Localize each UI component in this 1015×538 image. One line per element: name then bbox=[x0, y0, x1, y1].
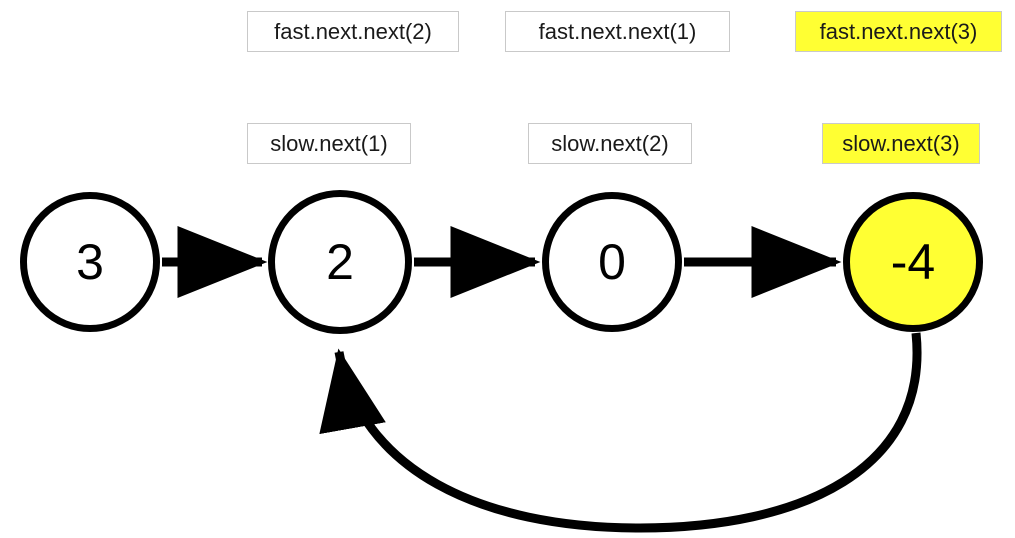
node-value: 3 bbox=[76, 234, 104, 290]
tag-fast-next-next-3[interactable]: fast.next.next(3) bbox=[795, 11, 1002, 52]
edge-m4-to-2-cycle bbox=[319, 332, 922, 533]
tag-label: fast.next.next(1) bbox=[538, 18, 697, 44]
tag-label: slow.next(3) bbox=[842, 130, 960, 156]
list-node-0[interactable]: 0 bbox=[542, 192, 682, 332]
tag-label: slow.next(2) bbox=[551, 130, 669, 156]
tag-fast-next-next-1[interactable]: fast.next.next(1) bbox=[505, 11, 730, 52]
tag-slow-next-3[interactable]: slow.next(3) bbox=[822, 123, 980, 164]
tag-label: fast.next.next(2) bbox=[274, 18, 432, 44]
list-node-3[interactable]: 3 bbox=[20, 192, 160, 332]
list-node-minus-4[interactable]: -4 bbox=[843, 192, 983, 332]
tag-label: fast.next.next(3) bbox=[819, 18, 978, 44]
tag-label: slow.next(1) bbox=[270, 130, 388, 156]
tag-fast-next-next-2[interactable]: fast.next.next(2) bbox=[247, 11, 459, 52]
node-value: 0 bbox=[598, 234, 626, 290]
node-value: 2 bbox=[326, 234, 354, 290]
node-value: -4 bbox=[890, 234, 936, 290]
tag-slow-next-2[interactable]: slow.next(2) bbox=[528, 123, 692, 164]
list-node-2[interactable]: 2 bbox=[268, 190, 412, 334]
tag-slow-next-1[interactable]: slow.next(1) bbox=[247, 123, 411, 164]
